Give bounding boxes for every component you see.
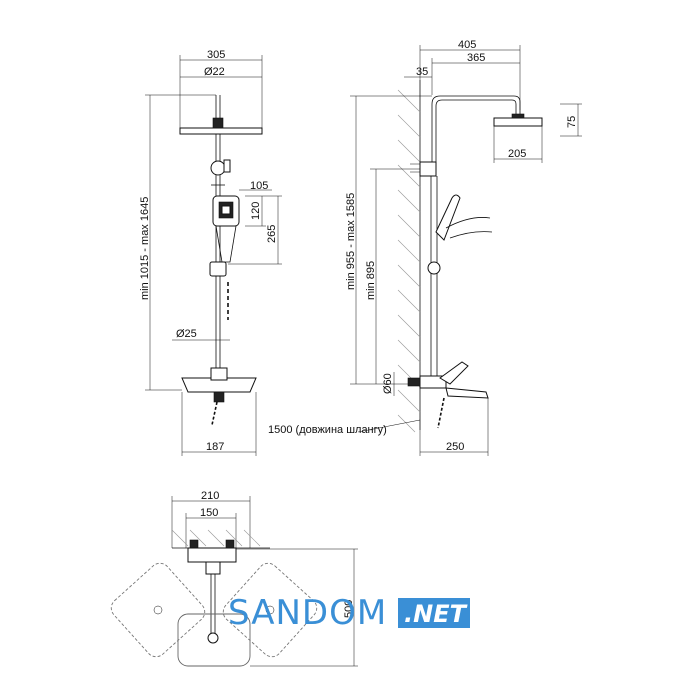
dim-arm-length: 365 xyxy=(467,52,485,64)
dim-min-height: min 895 xyxy=(365,261,377,300)
rain-head-side xyxy=(493,117,543,127)
dim-front-height-range: min 1015 - max 1645 xyxy=(139,197,151,300)
dim-head-depth: 205 xyxy=(508,148,526,160)
watermark-suffix: .NET xyxy=(404,600,468,628)
upper-wall-bracket xyxy=(419,161,437,177)
dim-top-depth: 500 xyxy=(343,600,355,618)
dim-arm-total: 405 xyxy=(458,39,476,51)
slider-knob xyxy=(427,261,441,275)
diverter-knob xyxy=(210,160,226,176)
ghost-head-right xyxy=(222,562,318,658)
hose-length-label: 1500 (довжина шлангу) xyxy=(268,424,387,436)
side-view: 405 365 35 75 205 xyxy=(268,39,582,456)
dim-outlet-diameter: Ø60 xyxy=(382,373,394,394)
bath-spout xyxy=(445,387,489,399)
dim-head-thickness: 75 xyxy=(566,116,578,128)
dim-front-width: 305 xyxy=(207,49,225,61)
dim-mixer-width: 187 xyxy=(206,441,224,453)
dim-spout-length: 250 xyxy=(446,441,464,453)
wall-hatching xyxy=(397,89,421,433)
front-view: 305 Ø22 105 120 265 xyxy=(139,49,282,456)
dim-pipe-diameter: Ø22 xyxy=(204,66,225,78)
dim-side-height-range: min 955 - max 1585 xyxy=(345,193,357,290)
dim-riser-diameter: Ø25 xyxy=(176,328,197,340)
watermark-badge xyxy=(398,598,470,628)
mixer-body xyxy=(181,377,257,393)
dim-top-outer-width: 210 xyxy=(201,490,219,502)
mixer-lever xyxy=(439,361,469,385)
dim-hand-total-height: 265 xyxy=(266,225,278,243)
hand-shower-side xyxy=(435,194,461,241)
ghost-head-left xyxy=(110,562,206,658)
sandom-watermark: SANDOM .NET xyxy=(228,593,470,633)
watermark-brand: SANDOM xyxy=(228,593,387,633)
slide-bar-holder xyxy=(209,261,227,277)
dim-hand-width: 105 xyxy=(250,180,268,192)
rain-shower-head xyxy=(179,127,263,135)
dim-hand-head-height: 120 xyxy=(250,202,262,220)
top-view: 210 150 500 xyxy=(110,490,358,667)
mixer-top xyxy=(187,547,237,563)
dim-wall-offset: 35 xyxy=(416,66,428,78)
dim-top-inner-width: 150 xyxy=(200,507,218,519)
top-wall-hatching xyxy=(171,529,261,547)
